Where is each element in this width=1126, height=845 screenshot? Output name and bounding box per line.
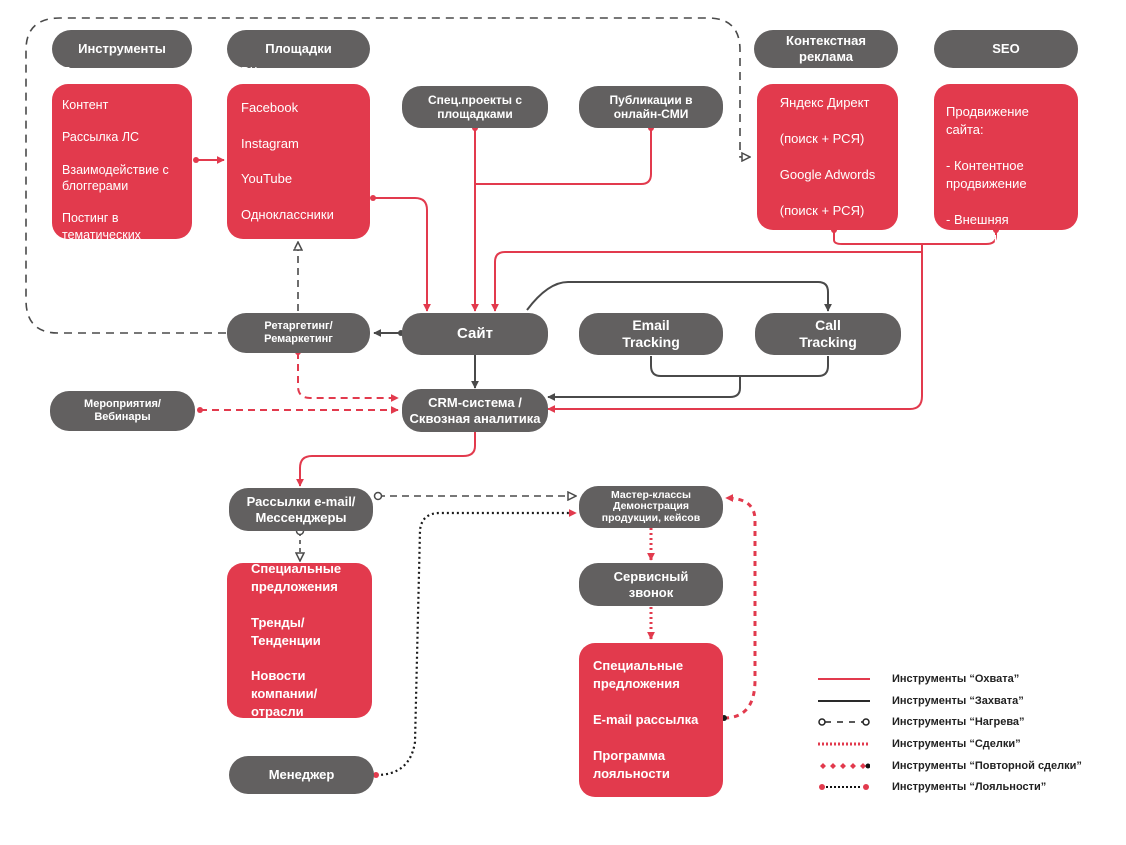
special-offers-right-box: Специальные предложения E-mail рассылка … <box>579 643 723 797</box>
manager-node: Менеджер <box>229 756 374 794</box>
legend-item-repeat-deal: Инструменты “Повторной сделки” <box>818 757 1118 775</box>
list-item: Специальные предложения <box>251 560 342 594</box>
list-item: Программа лояльности <box>593 747 670 781</box>
list-item: E-mail рассылка <box>593 712 699 728</box>
list-item: Тренды/ Тенденции <box>251 614 321 648</box>
instruments-box: Таргетинг Контент Рассылка ЛС Взаимодейс… <box>52 65 192 258</box>
list-item: - Контентное продвижение <box>946 158 1027 191</box>
list-item: YouTube <box>241 171 293 187</box>
site-node: Сайт <box>402 313 548 355</box>
seo-box: Оптимизация сайта Продвижение сайта: - К… <box>934 68 1078 245</box>
list-item: Google Adwords <box>779 166 876 182</box>
list-item: Постинг в тематических сообществах <box>62 211 141 258</box>
context-ads-list: Яндекс Директ (поиск + РСЯ) Google Adwor… <box>780 76 875 237</box>
instruments-header: Инструменты <box>52 30 192 68</box>
legend-label: Инструменты “Охвата” <box>892 673 1020 685</box>
list-item: Яндекс Директ <box>779 95 870 111</box>
master-classes-node: Мастер-классы Демонстрация продукции, ке… <box>579 486 723 528</box>
platforms-header: Площадки <box>227 30 370 68</box>
legend-swatch <box>819 784 869 790</box>
legend-swatch <box>818 700 870 702</box>
online-media-node: Публикации в онлайн-СМИ <box>579 86 723 128</box>
list-item: (поиск + РСЯ) <box>779 131 865 147</box>
legend-item-deal: Инструменты “Сделки” <box>818 735 1118 753</box>
service-call-node: Сервисный звонок <box>579 563 723 606</box>
list-item: Специальные предложения <box>593 658 684 692</box>
list-item: Таргетинг <box>62 65 118 79</box>
list-item: Одноклассники <box>241 207 334 223</box>
legend-label: Инструменты “Захвата” <box>892 695 1024 707</box>
list-item: Instagram <box>241 135 299 151</box>
email-tracking-node: Email Tracking <box>579 313 723 355</box>
special-offers-right-list: Специальные предложения E-mail рассылка … <box>593 639 709 800</box>
legend-swatch <box>818 742 870 746</box>
legend-label: Инструменты “Нагрева” <box>892 716 1025 728</box>
legend-item-loyalty: Инструменты “Лояльности” <box>818 778 1118 796</box>
legend-swatch <box>818 678 870 680</box>
call-tracking-node: Call Tracking <box>755 313 901 355</box>
context-ads-header: Контекстная реклама <box>754 30 898 68</box>
events-node: Мероприятия/ Вебинары <box>50 391 195 431</box>
frame-dashed-line <box>25 17 750 334</box>
list-item: Продвижение сайта: <box>946 104 1029 138</box>
list-item: Оптимизация сайта <box>946 68 1066 84</box>
legend-swatch <box>818 718 870 726</box>
retargeting-node: Ретаргетинг/ Ремаркетинг <box>227 313 370 353</box>
context-ads-box: Яндекс Директ (поиск + РСЯ) Google Adwor… <box>757 84 898 230</box>
legend-label: Инструменты “Повторной сделки” <box>892 760 1082 772</box>
platforms-box: ВКонтакте Facebook Instagram YouTube Одн… <box>227 64 370 258</box>
list-item: ВКонтакте <box>241 63 304 79</box>
list-item: Контент <box>62 97 109 112</box>
list-item: - Внешняя ссылочная масса <box>946 211 1052 245</box>
instruments-list: Таргетинг Контент Рассылка ЛС Взаимодейс… <box>62 48 182 276</box>
legend-item-warming: Инструменты “Нагрева” <box>818 713 1118 731</box>
special-offers-left-box: Специальные предложения Тренды/ Тенденци… <box>227 561 372 719</box>
legend-item-reach: Инструменты “Охвата” <box>818 670 1118 688</box>
legend-label: Инструменты “Сделки” <box>892 738 1021 750</box>
seo-header: SEO <box>934 30 1078 68</box>
legend-label: Инструменты “Лояльности” <box>892 781 1047 793</box>
legend-item-capture: Инструменты “Захвата” <box>818 692 1118 710</box>
special-projects-node: Спец.проекты с площадками <box>402 86 548 128</box>
list-item: myTarget <box>241 243 295 259</box>
seo-list: Оптимизация сайта Продвижение сайта: - К… <box>946 49 1066 264</box>
platforms-list: ВКонтакте Facebook Instagram YouTube Одн… <box>241 45 334 278</box>
list-item: Новости компании/ отрасли <box>251 668 318 720</box>
list-item: Рассылка ЛС <box>62 130 140 144</box>
mailing-node: Рассылки e-mail/ Мессенджеры <box>229 488 373 531</box>
list-item: Facebook <box>241 99 299 115</box>
legend-swatch <box>820 763 870 769</box>
crm-node: CRM-система / Сквозная аналитика <box>402 389 548 432</box>
special-offers-left-list: Специальные предложения Тренды/ Тенденци… <box>251 542 348 739</box>
list-item: Взаимодействие с блоггерами <box>62 162 169 193</box>
list-item: (поиск + РСЯ) <box>779 202 865 218</box>
